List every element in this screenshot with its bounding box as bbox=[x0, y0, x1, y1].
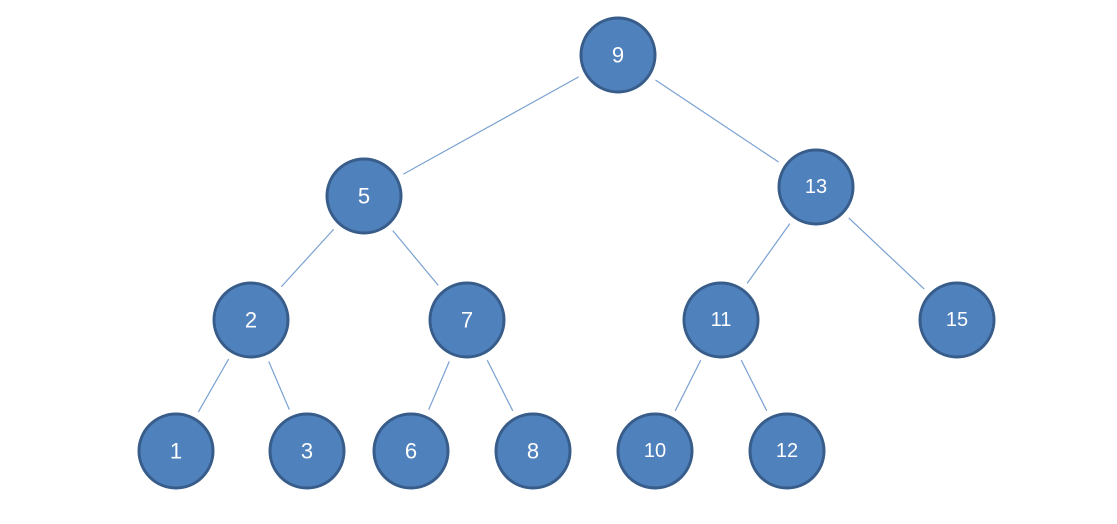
node-circle bbox=[212, 281, 290, 359]
edge-n5-n7 bbox=[392, 230, 439, 286]
tree-node-1: 1 bbox=[137, 412, 215, 490]
tree-node-5: 5 bbox=[325, 157, 403, 235]
node-label: 13 bbox=[805, 176, 827, 198]
node-label: 9 bbox=[612, 43, 624, 68]
tree-node-15: 15 bbox=[918, 281, 996, 359]
node-label: 2 bbox=[245, 308, 257, 333]
node-circle bbox=[372, 412, 450, 490]
tree-node-10: 10 bbox=[616, 412, 694, 490]
node-circle bbox=[616, 412, 694, 490]
node-label: 3 bbox=[301, 439, 313, 464]
edge-n9-n5 bbox=[403, 76, 579, 175]
tree-node-2: 2 bbox=[212, 281, 290, 359]
node-circle bbox=[682, 281, 760, 359]
node-circle bbox=[748, 412, 826, 490]
tree-node-13: 13 bbox=[777, 148, 855, 226]
node-circle bbox=[325, 157, 403, 235]
tree-node-12: 12 bbox=[748, 412, 826, 490]
node-circle bbox=[137, 412, 215, 490]
edge-n11-n10 bbox=[674, 359, 702, 412]
edge-n13-n11 bbox=[746, 223, 791, 284]
node-circle bbox=[579, 16, 657, 94]
edge-n13-n15 bbox=[848, 217, 925, 290]
edge-n2-n3 bbox=[268, 361, 290, 410]
edge-n2-n1 bbox=[197, 358, 230, 413]
tree-node-8: 8 bbox=[494, 412, 572, 490]
node-circle bbox=[428, 281, 506, 359]
edge-n9-n13 bbox=[655, 79, 779, 163]
tree-edges bbox=[197, 76, 925, 413]
node-circle bbox=[777, 148, 855, 226]
node-label: 1 bbox=[170, 439, 182, 464]
tree-node-9: 9 bbox=[579, 16, 657, 94]
node-label: 15 bbox=[946, 309, 968, 331]
tree-node-3: 3 bbox=[268, 412, 346, 490]
node-circle bbox=[268, 412, 346, 490]
edge-n5-n2 bbox=[280, 228, 335, 288]
edge-n11-n12 bbox=[740, 359, 768, 412]
node-label: 12 bbox=[776, 440, 798, 462]
node-label: 6 bbox=[405, 439, 417, 464]
edge-n7-n6 bbox=[428, 361, 450, 410]
node-label: 11 bbox=[711, 309, 732, 331]
node-label: 7 bbox=[461, 308, 473, 333]
tree-node-7: 7 bbox=[428, 281, 506, 359]
node-label: 5 bbox=[358, 184, 370, 209]
node-circle bbox=[494, 412, 572, 490]
node-circle bbox=[918, 281, 996, 359]
node-label: 8 bbox=[527, 439, 539, 464]
tree-node-6: 6 bbox=[372, 412, 450, 490]
tree-node-11: 11 bbox=[682, 281, 760, 359]
edge-n7-n8 bbox=[486, 359, 514, 412]
node-label: 10 bbox=[644, 440, 666, 462]
